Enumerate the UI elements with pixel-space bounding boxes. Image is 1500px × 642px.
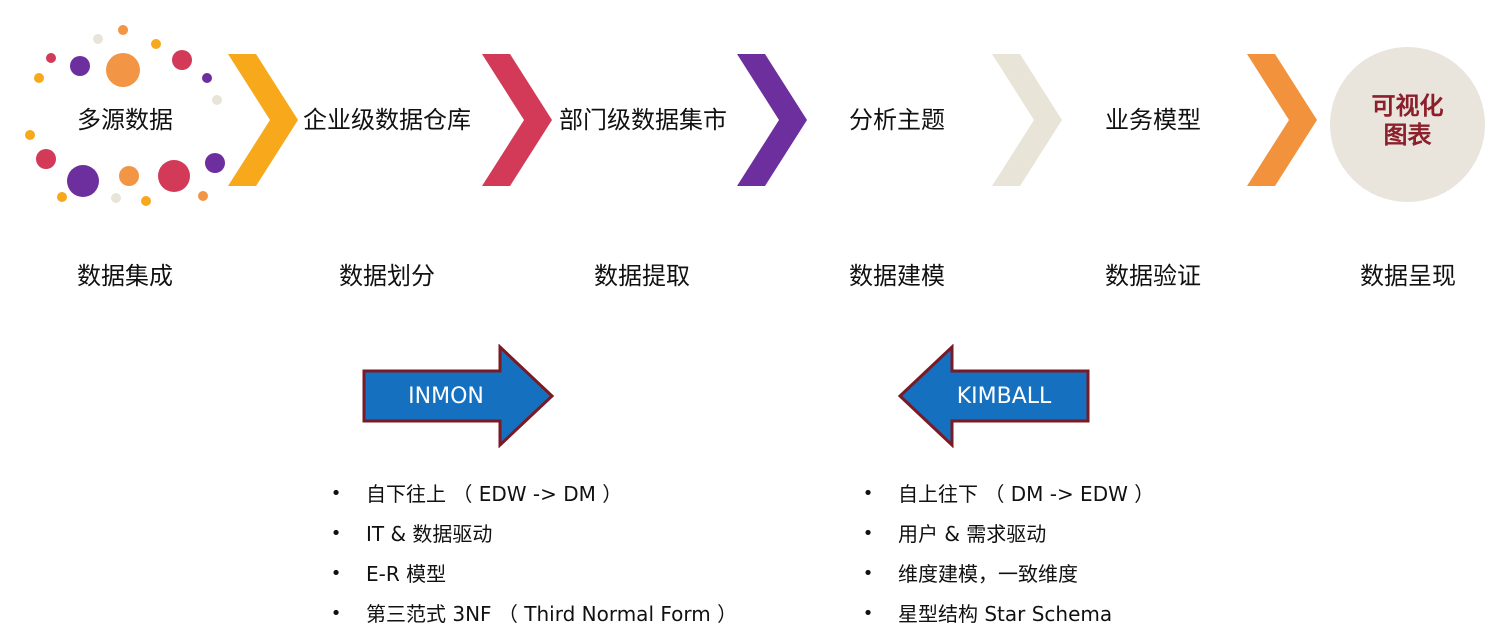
- chevron-arrow-icon: [1247, 54, 1317, 186]
- bullet-icon: •: [330, 523, 342, 544]
- dot: [36, 149, 56, 169]
- dot: [70, 56, 90, 76]
- chevron-arrow-icon: [737, 54, 807, 186]
- dot: [198, 191, 208, 201]
- process-label-presentation: 数据呈现: [1360, 262, 1456, 290]
- inmon-arrow-icon: [362, 344, 555, 448]
- bullet-icon: •: [862, 603, 874, 624]
- list-item: • IT & 数据驱动: [330, 514, 737, 554]
- list-item: • E-R 模型: [330, 554, 737, 594]
- bullet-icon: •: [862, 563, 874, 584]
- source-dots-decoration: [25, 25, 225, 206]
- kimball-label: KIMBALL: [956, 384, 1052, 409]
- dot: [46, 53, 56, 63]
- point-text: 用户 & 需求驱动: [898, 522, 1047, 546]
- dot: [25, 130, 35, 140]
- dot: [57, 192, 67, 202]
- kimball-arrow-icon: [897, 344, 1090, 448]
- dot: [67, 165, 99, 197]
- point-text: 自上往下 （ DM -> EDW ）: [898, 482, 1155, 506]
- dot: [111, 193, 121, 203]
- process-label-validation: 数据验证: [1105, 262, 1201, 290]
- bullet-icon: •: [330, 603, 342, 624]
- list-item: • 维度建模，一致维度: [862, 554, 1154, 594]
- bullet-icon: •: [862, 523, 874, 544]
- stage-label-visualization: 可视化 图表: [1330, 92, 1485, 150]
- dot: [34, 73, 44, 83]
- dot: [141, 196, 151, 206]
- process-label-extraction: 数据提取: [594, 262, 690, 290]
- list-item: • 第三范式 3NF （ Third Normal Form ）: [330, 594, 737, 634]
- chevron-arrow-icon: [482, 54, 552, 186]
- dot: [205, 153, 225, 173]
- list-item: • 星型结构 Star Schema: [862, 594, 1154, 634]
- dot: [93, 34, 103, 44]
- point-text: IT & 数据驱动: [366, 522, 493, 546]
- bullet-icon: •: [330, 563, 342, 584]
- visualization-line-2: 图表: [1383, 121, 1432, 149]
- dot: [118, 25, 128, 35]
- point-text: 第三范式 3NF （ Third Normal Form ）: [366, 602, 738, 626]
- process-label-modeling: 数据建模: [849, 262, 945, 290]
- chevron-arrow-icon: [228, 54, 298, 186]
- chevron-arrow-icon: [992, 54, 1062, 186]
- list-item: • 自下往上 （ EDW -> DM ）: [330, 474, 737, 514]
- process-label-integration: 数据集成: [77, 262, 173, 290]
- visualization-line-1: 可视化: [1371, 92, 1444, 120]
- list-item: • 用户 & 需求驱动: [862, 514, 1154, 554]
- process-label-partition: 数据划分: [339, 262, 435, 290]
- kimball-points-list: • 自上往下 （ DM -> EDW ） • 用户 & 需求驱动 • 维度建模，一致维…: [862, 474, 1155, 634]
- dot: [212, 95, 222, 105]
- dot: [202, 73, 212, 83]
- bullet-icon: •: [862, 483, 874, 504]
- stage-label-source: 多源数据: [77, 106, 173, 134]
- point-text: 自下往上 （ EDW -> DM ）: [366, 482, 623, 506]
- point-text: E-R 模型: [366, 562, 447, 586]
- inmon-label: INMON: [408, 384, 484, 409]
- bullet-icon: •: [330, 483, 342, 504]
- stage-label-business-model: 业务模型: [1105, 106, 1201, 134]
- dot: [151, 39, 161, 49]
- visualization-circle: [1330, 47, 1485, 202]
- list-item: • 自上往下 （ DM -> EDW ）: [862, 474, 1155, 514]
- dot: [172, 50, 192, 70]
- stage-label-edw: 企业级数据仓库: [303, 106, 471, 134]
- stage-label-analysis-topic: 分析主题: [849, 106, 945, 134]
- inmon-points-list: • 自下往上 （ EDW -> DM ） • IT & 数据驱动 • E-R 模型 •…: [330, 474, 737, 634]
- dot: [158, 160, 190, 192]
- stage-label-datamart: 部门级数据集市: [559, 106, 727, 134]
- dot: [106, 53, 140, 87]
- point-text: 维度建模，一致维度: [898, 562, 1078, 586]
- dot: [119, 166, 139, 186]
- point-text: 星型结构 Star Schema: [898, 602, 1113, 626]
